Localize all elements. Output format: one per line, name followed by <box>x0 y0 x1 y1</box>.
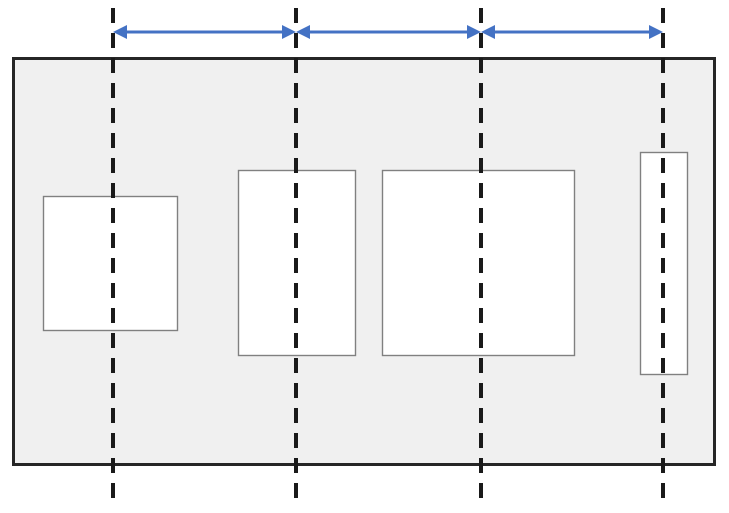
dimension-arrowhead-left <box>113 25 127 39</box>
dimension-span-2 <box>296 25 481 39</box>
dimensions-layer <box>113 25 663 39</box>
dimension-arrowhead-right <box>649 25 663 39</box>
dimension-arrowhead-left <box>296 25 310 39</box>
dimension-span-3 <box>481 25 663 39</box>
dimension-arrowhead-right <box>282 25 296 39</box>
dimension-span-1 <box>113 25 296 39</box>
dimension-arrowhead-right <box>467 25 481 39</box>
cutout-3 <box>381 169 576 357</box>
datum-lines-layer <box>111 8 665 505</box>
cutout-1 <box>42 195 179 332</box>
dimension-arrowhead-left <box>481 25 495 39</box>
